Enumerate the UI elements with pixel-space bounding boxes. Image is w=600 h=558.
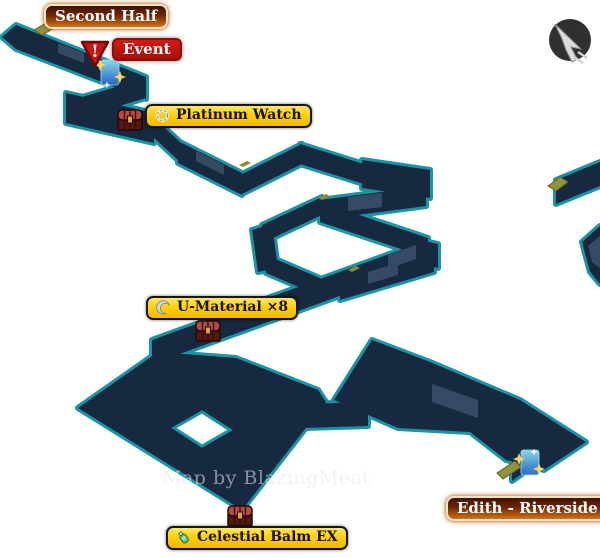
- treasure-label-platinum-watch: Platinum Watch: [145, 104, 312, 128]
- ramp-markers: [33, 21, 569, 480]
- treasure-label-text: Platinum Watch: [176, 107, 302, 123]
- watermark: Map by BlazingMeat: [162, 467, 371, 489]
- door-thresholds: [239, 161, 360, 272]
- treasure-label-text: U-Material ×8: [177, 299, 289, 315]
- warp-sparkle-exit: [513, 448, 545, 476]
- chest-icon-platinum: [117, 109, 143, 131]
- compass-icon: [549, 19, 591, 64]
- right-edge-ramp: [547, 176, 569, 192]
- chest-icon-celestial: [227, 505, 253, 527]
- event-label: Event: [112, 38, 182, 61]
- treasure-label-u-material: U-Material ×8: [146, 296, 299, 320]
- treasure-label-text: Celestial Balm EX: [197, 529, 338, 545]
- exclamation-icon: !: [80, 40, 110, 68]
- zone-label-second-half: Second Half: [44, 4, 169, 29]
- treasure-label-celestial-balm: Celestial Balm EX: [166, 526, 348, 550]
- zone-label-edith-riverside: Edith - Riverside: [446, 496, 600, 521]
- crescent-icon: [156, 300, 171, 315]
- balm-icon: [176, 530, 191, 545]
- warp-sparkle-start: [94, 56, 126, 89]
- stair-segments: [58, 43, 600, 418]
- watch-icon: [155, 108, 170, 123]
- chest-icon-umaterial: [195, 320, 221, 342]
- svg-text:!: !: [91, 42, 98, 62]
- platform-hole: [171, 410, 233, 448]
- chest-icons: [117, 109, 253, 527]
